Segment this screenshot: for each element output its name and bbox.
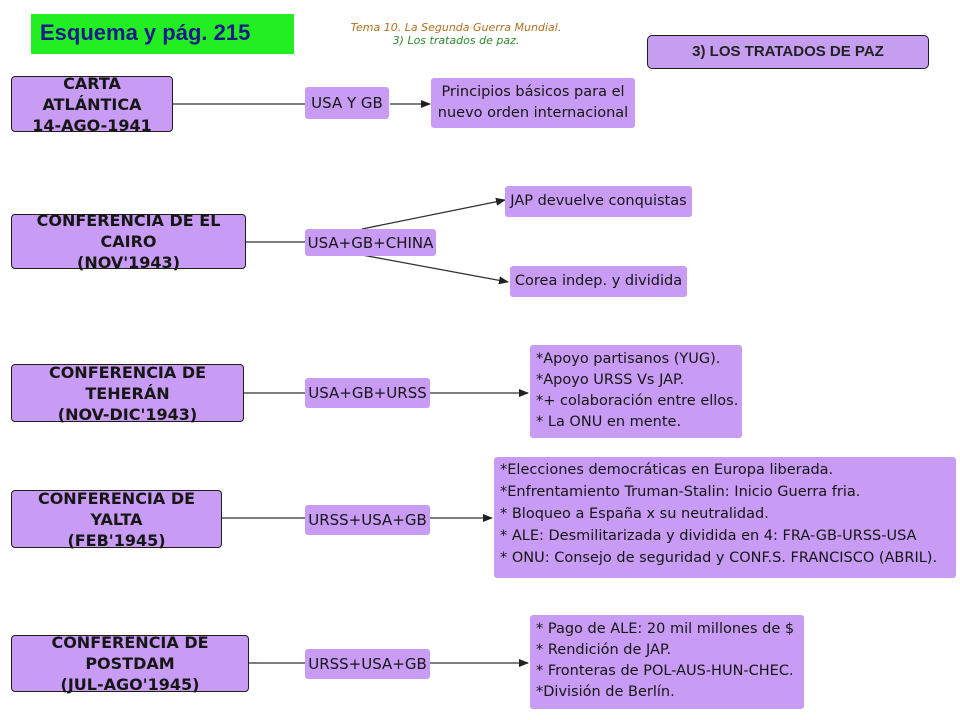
result-line: * Pago de ALE: 20 mil millones de $ <box>536 621 795 637</box>
result-line: JAP devuelve conquistas <box>510 193 687 209</box>
result-line: *Apoyo partisanos (YUG). <box>536 351 721 367</box>
result-line: * ONU: Consejo de seguridad y CONF.S. FR… <box>500 550 938 566</box>
conference-date: (NOV'1943) <box>77 253 180 272</box>
result-line: *+ colaboración entre ellos. <box>536 393 739 409</box>
result-line: nuevo orden internacional <box>437 105 629 121</box>
result-line: * ALE: Desmilitarizada y dividida en 4: … <box>500 528 917 544</box>
participants-box-3: USA+GB+URSS <box>305 378 430 408</box>
result-line: * Fronteras de POL-AUS-HUN-CHEC. <box>536 663 794 679</box>
conference-box-3: CONFERENCIA DE TEHERÁN (NOV-DIC'1943) <box>11 362 244 424</box>
result-line: Corea indep. y dividida <box>514 273 683 289</box>
result-line: *División de Berlín. <box>536 684 675 700</box>
section-title-tag: 3) LOS TRATADOS DE PAZ <box>647 35 929 69</box>
result-box-2b: Corea indep. y dividida <box>510 266 687 297</box>
arrow-2b <box>361 254 509 285</box>
arrow-2a <box>361 197 506 230</box>
slide-badge: Esquema y pág. 215 <box>31 14 294 54</box>
conference-date: (JUL-AGO'1945) <box>60 675 200 694</box>
result-box-5: * Pago de ALE: 20 mil millones de $ * Re… <box>530 615 804 709</box>
result-line: Principios básicos para el <box>441 84 625 100</box>
result-line: * Rendición de JAP. <box>536 642 672 658</box>
result-box-1: Principios básicos para el nuevo orden i… <box>431 78 635 128</box>
conference-name: CONFERENCIA DE YALTA <box>37 488 196 529</box>
conference-date: 14-AGO-1941 <box>32 115 152 135</box>
participants-box-2: USA+GB+CHINA <box>305 229 436 256</box>
result-line: *Apoyo URSS Vs JAP. <box>536 372 685 388</box>
result-line: *Elecciones democráticas en Europa liber… <box>500 462 834 478</box>
conference-name: CONFERENCIA DE EL CAIRO <box>36 211 221 251</box>
result-line: *Enfrentamiento Truman-Stalin: Inicio Gu… <box>500 484 861 500</box>
conference-date: (FEB'1945) <box>67 530 166 550</box>
conference-box-4: CONFERENCIA DE YALTA (FEB'1945) <box>11 488 222 550</box>
result-line: * La ONU en mente. <box>536 414 682 430</box>
conference-box-2: CONFERENCIA DE EL CAIRO (NOV'1943) <box>11 211 246 272</box>
conference-box-1: CARTA ATLÁNTICA 14-AGO-1941 <box>11 73 173 135</box>
result-box-4: *Elecciones democráticas en Europa liber… <box>494 457 956 578</box>
conference-name: CONFERENCIA DE POSTDAM <box>51 633 209 673</box>
participants-box-1: USA Y GB <box>305 87 389 119</box>
participants-box-5: URSS+USA+GB <box>305 649 430 679</box>
slide-subtitle: Tema 10. La Segunda Guerra Mundial. 3) L… <box>296 21 616 47</box>
conference-name: CONFERENCIA DE TEHERÁN <box>48 362 207 403</box>
conference-date: (NOV-DIC'1943) <box>57 404 198 424</box>
subtitle-section: 3) Los tratados de paz. <box>392 34 520 47</box>
result-box-3: *Apoyo partisanos (YUG). *Apoyo URSS Vs … <box>530 345 742 438</box>
result-box-2a: JAP devuelve conquistas <box>505 186 692 217</box>
subtitle-topic: Tema 10. La Segunda Guerra Mundial. <box>350 21 562 34</box>
result-line: * Bloqueo a España x su neutralidad. <box>500 506 769 522</box>
conference-name: CARTA ATLÁNTICA <box>42 73 142 114</box>
participants-box-4: URSS+USA+GB <box>305 505 430 535</box>
conference-box-5: CONFERENCIA DE POSTDAM (JUL-AGO'1945) <box>11 633 249 694</box>
